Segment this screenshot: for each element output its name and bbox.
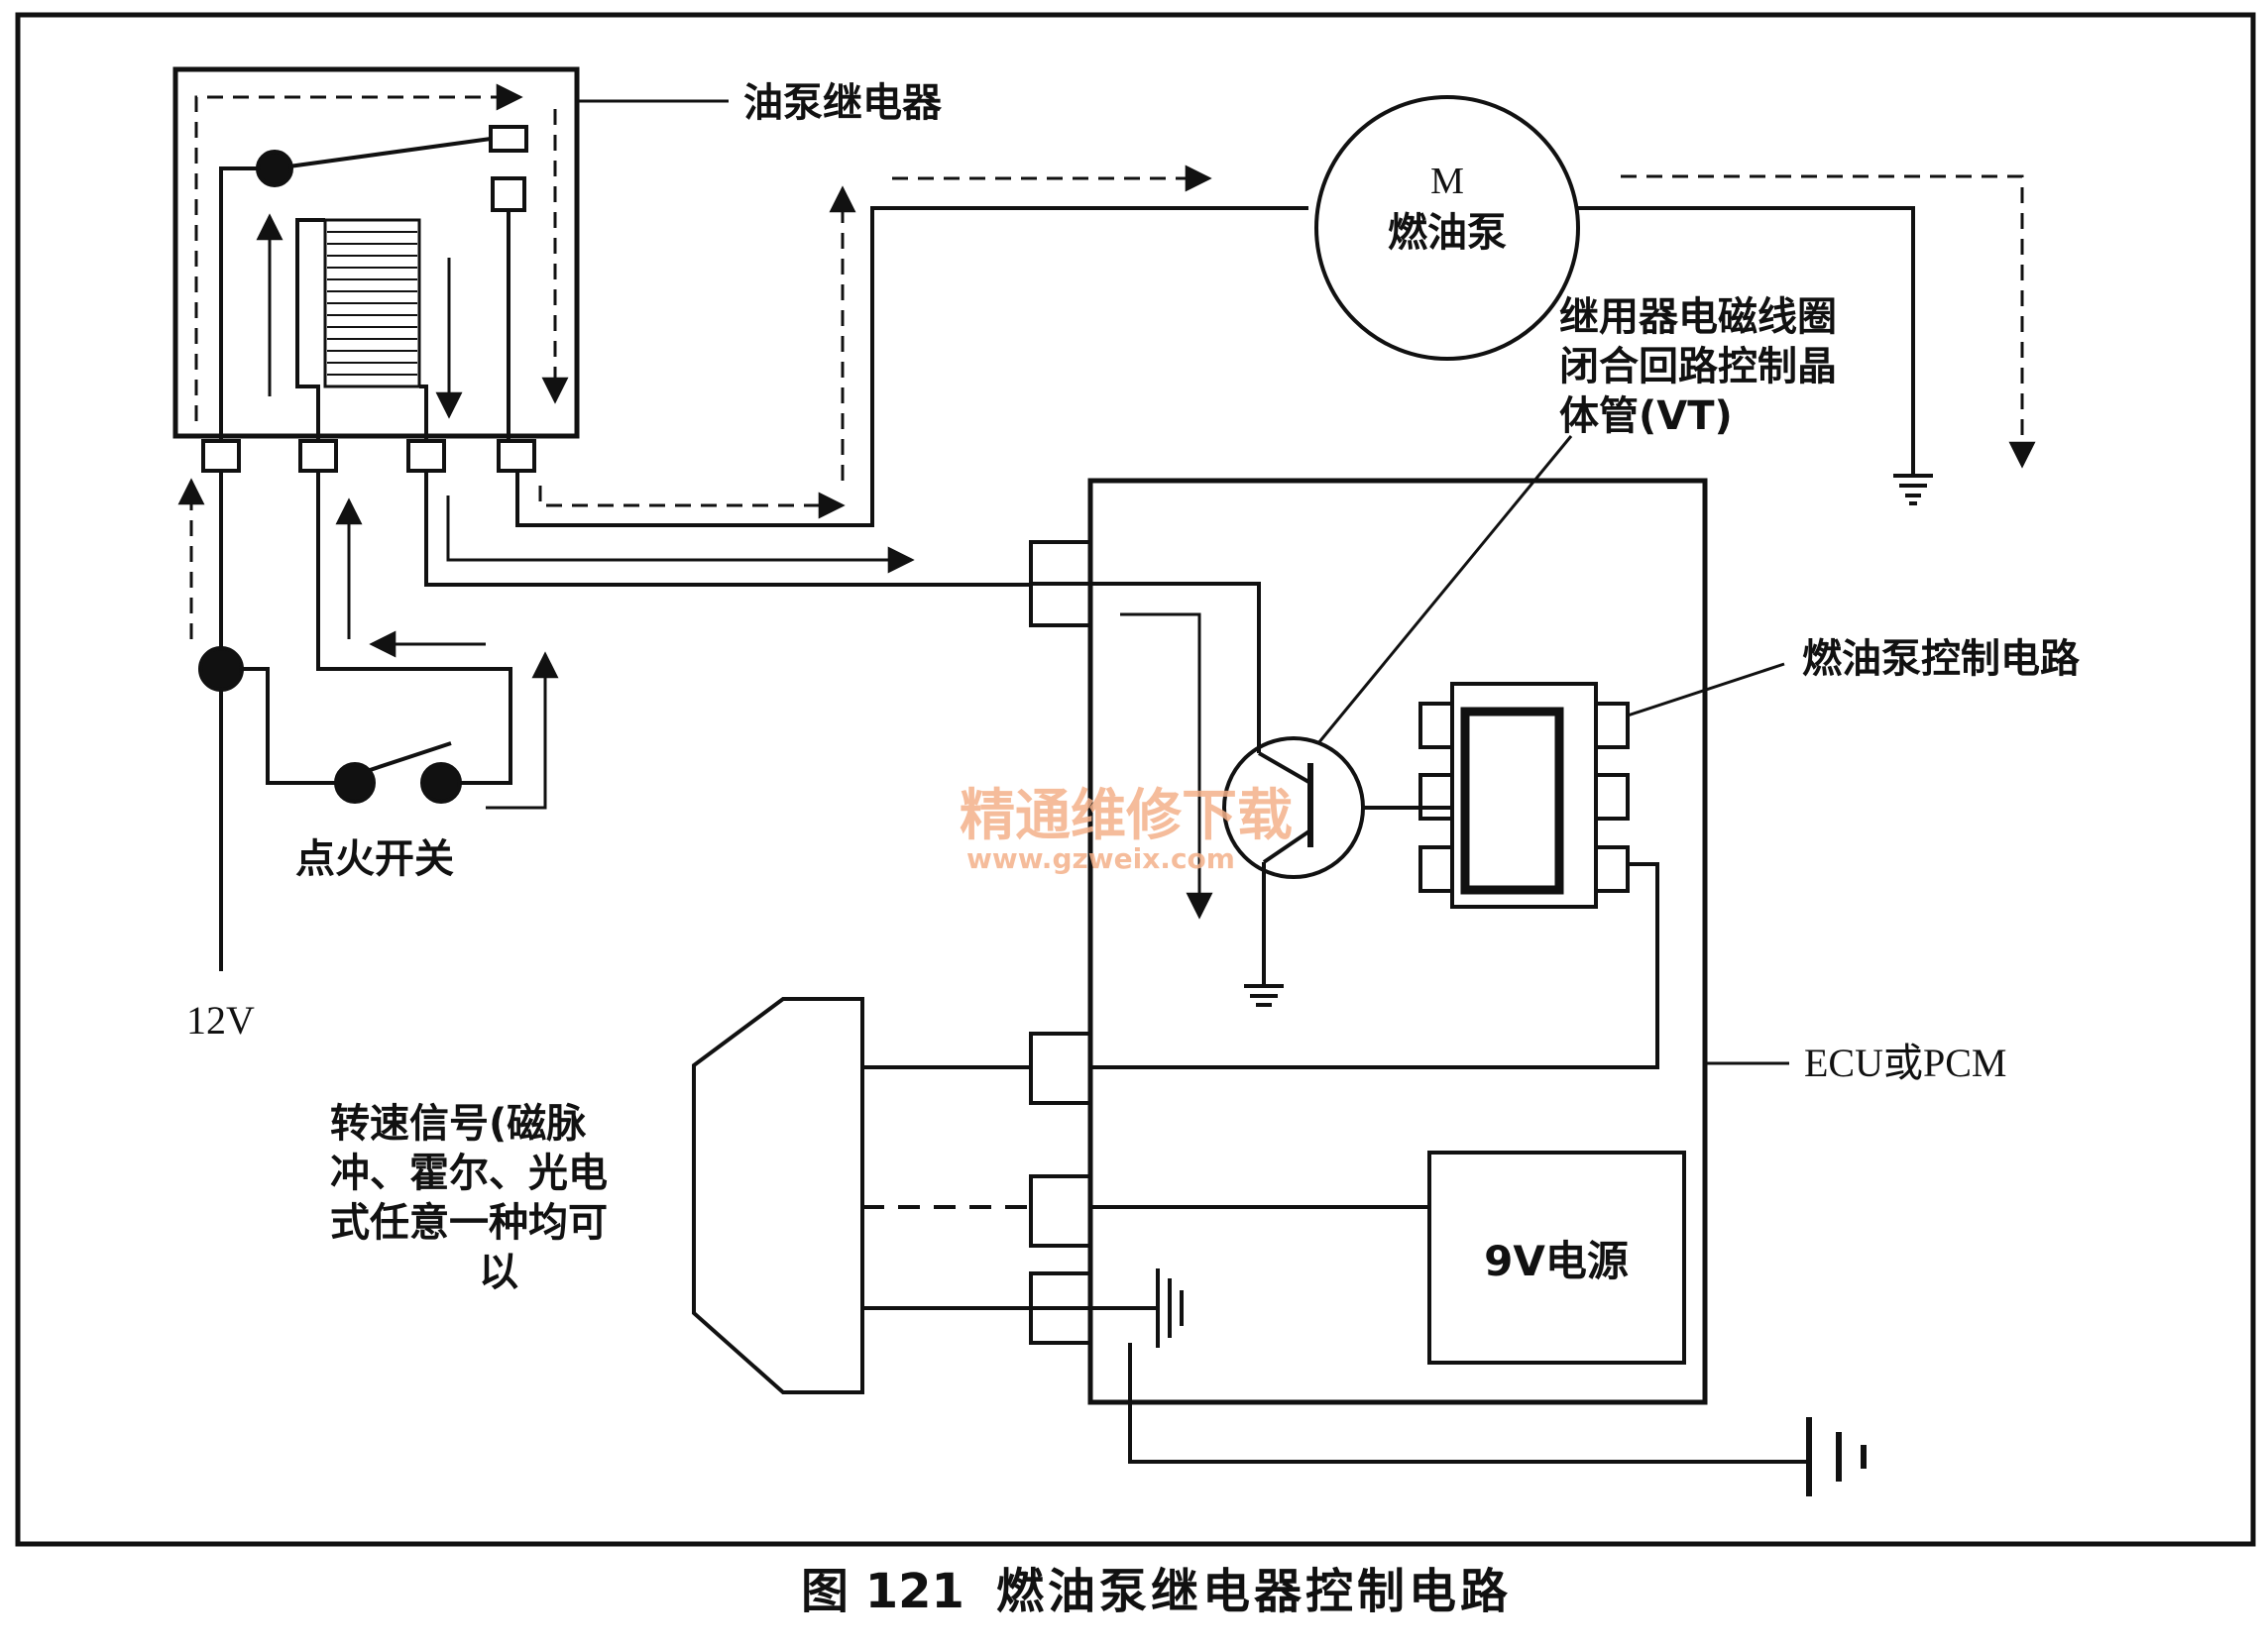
relay-coil [323,218,421,388]
speed-signal-label-line4: 以 [479,1250,518,1295]
ecu-pin-signal [1029,1032,1092,1105]
relay-terminal-2 [298,439,338,473]
speed-signal-label-line1: 转速信号(磁脉 [330,1101,587,1147]
watermark-text: 精通维修下载 [960,784,1293,848]
current-flow-arrows [177,83,2036,920]
relay-terminal-1 [201,439,241,473]
relay-label: 油泵继电器 [743,80,943,126]
relay-contact-lever [274,137,492,170]
supply-12v-label: 12V [186,998,255,1043]
power-9v-box [1427,1151,1686,1365]
speed-sensor [692,997,864,1394]
ignition-switch-wire-right [316,471,512,785]
ignition-switch-label: 点火开关 [295,836,454,882]
vt-label-line3: 体管(VT) [1559,393,1733,439]
coil-lead-right [419,385,428,441]
ecu-pin-signal2 [1029,1174,1092,1248]
pump-control-ic [1450,682,1598,909]
transistor-ground-icon [1244,984,1284,1007]
ecu-internal-ground-icon [1156,1268,1184,1348]
speed-signal-label-line3: 式任意一种均可 [330,1200,608,1246]
motor-name-label: 燃油泵 [1388,210,1507,256]
relay-terminal-4 [497,439,536,473]
junction-relay-contact [256,150,293,187]
chassis-ground-wire [1128,1343,1809,1464]
ecu-label: ECU或PCM [1804,1041,2007,1085]
relay-supply-wire [219,166,275,441]
power-9v-label: 9V电源 [1484,1237,1629,1285]
relay-box [172,66,580,439]
ic-label-leader [1627,662,1785,717]
caption-title: 燃油泵继电器控制电路 [996,1564,1512,1619]
relay-contact-upper [489,125,528,153]
fuel-pump-circuit-label: 燃油泵控制电路 [1802,636,2081,682]
battery-ground-icon [1806,1417,1867,1496]
ignition-switch-wire-left [221,667,347,785]
vt-label-leader [1316,435,1573,744]
pump-ground-icon [1893,474,1933,505]
vt-label-line2: 闭合回路控制晶 [1559,344,1837,389]
relay-coil-windings [327,231,417,376]
transistor-collector-wire [1090,582,1261,753]
speed-signal-label-line2: 冲、霍尔、光电 [330,1151,608,1196]
ecu-ground-wire [1090,1268,1160,1310]
caption-number: 图 121 [801,1564,964,1619]
ignition-contact-right [420,762,462,804]
vt-label-line1: 继用器电磁线圈 [1559,294,1837,340]
relay-to-pump-wire [515,206,1308,527]
pump-control-ic-core [1460,707,1564,895]
ic-to-signal-wire [1090,862,1659,1069]
relay-terminal-3 [406,439,446,473]
relay-contact-lower [491,176,526,212]
junction-12v [198,646,244,692]
pump-ground-wire [1578,206,1915,476]
motor-m-label: M [1430,161,1464,202]
watermark-url: www.gzweix.com [966,842,1235,875]
fuel-pump-motor [1314,95,1580,361]
ignition-contact-left [334,762,376,804]
ecu-box [1087,478,1708,1405]
diagram-frame [15,12,2256,1547]
coil-lead-left [295,218,325,441]
relay-coil-to-ecu-wire [424,471,1031,587]
